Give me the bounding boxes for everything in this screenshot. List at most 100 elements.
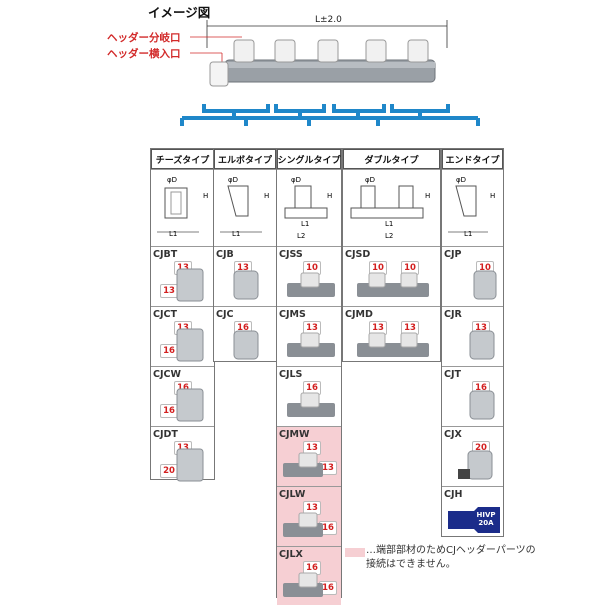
phi-d-label: φD — [456, 176, 467, 184]
diagram-double: φD H L1 L2 — [343, 169, 440, 246]
phi-d-label: φD — [167, 176, 178, 184]
product-code: CJX — [444, 429, 462, 440]
product-code: CJDT — [153, 429, 178, 440]
branch-port-label: ヘッダー分岐口 — [107, 32, 181, 44]
l1-label: L1 — [385, 220, 394, 228]
dimension-drawing-cheese — [157, 187, 199, 233]
phi-d-label: φD — [228, 176, 239, 184]
product-code: CJMD — [345, 309, 373, 320]
hivp-label: HIVP 20A — [476, 511, 496, 527]
inlet-port-label: ヘッダー横入口 — [107, 48, 181, 60]
h-label: H — [264, 192, 270, 200]
fitting-image — [458, 450, 493, 480]
fitting-image — [283, 572, 323, 597]
product-code: CJB — [216, 249, 234, 260]
h-label: H — [327, 192, 333, 200]
dimension-drawing-elbow — [220, 185, 262, 233]
header-illustration — [180, 20, 480, 126]
fitting-image — [287, 272, 335, 297]
hivp-fitting: HIVP 20A — [448, 507, 500, 533]
product-cell: CJT 16 — [442, 366, 503, 426]
product-cell: CJBT 13 13 — [151, 246, 214, 306]
l2-label: L2 — [297, 232, 306, 240]
hivp-fitting-image — [448, 507, 500, 533]
fitting-image — [283, 512, 323, 537]
size-badge: 13 — [369, 321, 387, 335]
total-length-label: L±2.0 — [315, 15, 342, 25]
column-elbow: エルボタイプ φD H L1 CJB 13 CJC 16 — [213, 148, 277, 362]
dimension-drawing-end — [448, 185, 488, 233]
fitting-image — [287, 392, 335, 417]
product-cell: CJX 20 — [442, 426, 503, 486]
h-label: H — [425, 192, 431, 200]
product-code: CJT — [444, 369, 461, 380]
fitting-image — [233, 270, 259, 300]
page-title: イメージ図 — [148, 5, 211, 20]
diagram-elbow: φD H L1 — [214, 169, 276, 246]
column-header-double: ダブルタイプ — [343, 149, 440, 169]
fitting-image — [176, 388, 204, 422]
product-cell-end: CJMW 13 13 — [277, 426, 341, 486]
size-badge: 16 — [319, 581, 337, 595]
product-code: CJSS — [279, 249, 303, 260]
column-header-single: シングルタイプ — [277, 149, 341, 169]
fitting-image — [283, 452, 323, 477]
product-code: CJBT — [153, 249, 178, 260]
product-code: CJLS — [279, 369, 303, 380]
size-badge: 16 — [303, 381, 321, 395]
diagram-end: φD H L1 — [442, 169, 503, 246]
dimension-drawing-double — [350, 185, 424, 219]
fitting-image — [357, 272, 429, 297]
l1-label: L1 — [169, 230, 178, 238]
product-cell: CJDT 13 20 — [151, 426, 214, 484]
l1-label: L1 — [464, 230, 473, 238]
product-cell: CJMD 13 13 — [343, 306, 440, 364]
h-label: H — [490, 192, 496, 200]
fitting-image — [473, 270, 497, 300]
fitting-image — [233, 330, 259, 360]
column-cheese: チーズタイプ φD H L1 CJBT 13 13 CJCT 13 16 CJC… — [150, 148, 215, 482]
l1-label: L1 — [301, 220, 310, 228]
column-header-elbow: エルボタイプ — [214, 149, 276, 169]
product-code: CJSD — [345, 249, 371, 260]
product-cell: CJSS 10 — [277, 246, 341, 306]
diagram-cheese: φD H L1 — [151, 169, 214, 246]
column-header-end: エンドタイプ — [442, 149, 503, 169]
product-code: CJH — [444, 489, 463, 500]
fitting-image — [357, 332, 429, 357]
product-cell-end: CJLX 16 16 — [277, 546, 341, 605]
fitting-image — [176, 268, 204, 302]
product-code: CJMW — [279, 429, 310, 440]
legend-text: …端部部材のためCJヘッダーパーツの接続はできません。 — [366, 545, 536, 570]
product-cell: CJSD 10 10 — [343, 246, 440, 306]
fitting-image — [176, 448, 204, 482]
phi-d-label: φD — [365, 176, 376, 184]
product-code: CJLW — [279, 489, 306, 500]
fitting-image — [469, 330, 495, 360]
h-label: H — [203, 192, 209, 200]
fitting-image — [287, 332, 335, 357]
product-cell: CJR 13 — [442, 306, 503, 366]
column-single: シングルタイプ φD H L1 L2 CJSS 10 CJMS 13 CJLS … — [276, 148, 342, 605]
product-cell: CJP 10 — [442, 246, 503, 306]
fitting-image — [469, 390, 495, 420]
product-cell: CJMS 13 — [277, 306, 341, 366]
dimension-drawing-single — [284, 185, 328, 219]
product-cell: CJB 13 — [214, 246, 276, 306]
product-cell: CJLS 16 — [277, 366, 341, 426]
l2-label: L2 — [385, 232, 394, 240]
product-code: CJR — [444, 309, 462, 320]
product-code: CJC — [216, 309, 234, 320]
product-cell: CJC 16 — [214, 306, 276, 364]
product-code: CJMS — [279, 309, 306, 320]
product-cell: CJH HIVP 20A — [442, 486, 503, 540]
product-cell: CJCT 13 16 — [151, 306, 214, 366]
product-code: CJCT — [153, 309, 177, 320]
legend-swatch — [345, 548, 365, 557]
column-header-cheese: チーズタイプ — [151, 149, 214, 169]
phi-d-label: φD — [291, 176, 302, 184]
product-code: CJLX — [279, 549, 303, 560]
fitting-image — [176, 328, 204, 362]
product-code: CJCW — [153, 369, 181, 380]
